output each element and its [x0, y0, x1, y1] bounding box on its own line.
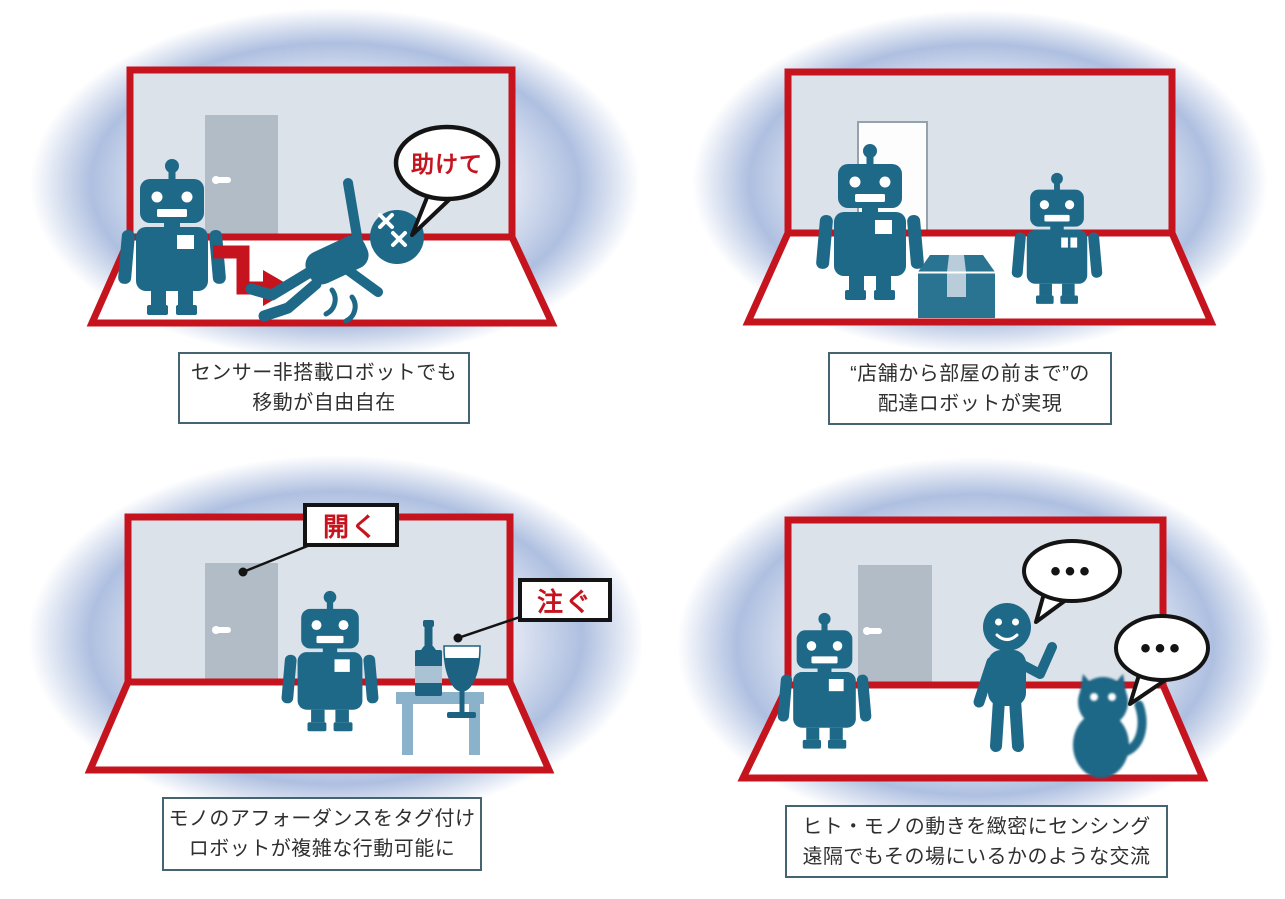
caption-line: “店舗から部屋の前まで”の: [850, 362, 1090, 385]
robot-chest-badge: [828, 678, 844, 692]
panel-sensorless-movement: 助けて センサー非搭載ロボットでも 移動が自由自在: [0, 0, 642, 450]
receiving-robot: [1011, 172, 1103, 304]
wine-glass: [443, 645, 481, 718]
scene-sensorless-movement: 助けて: [30, 8, 640, 360]
robot: [777, 612, 872, 749]
caption-box-delivery: “店舗から部屋の前まで”の 配達ロボットが実現: [828, 352, 1112, 425]
speech-bubble-help: 助けて: [393, 124, 501, 237]
caption-line: 配達ロボットが実現: [877, 392, 1063, 415]
door: [858, 565, 932, 685]
tag-open: 開く: [303, 503, 399, 547]
door: [205, 563, 278, 682]
package-box: [918, 255, 995, 318]
caption-box-remote: ヒト・モノの動きを緻密にセンシング 遠隔でもその場にいるかのような交流: [785, 805, 1168, 878]
wine-bottle: [415, 620, 442, 696]
person: [973, 603, 1057, 752]
speech-dots: •••: [1140, 632, 1184, 665]
robot-chest-badge: [334, 659, 350, 672]
caption-line: ヒト・モノの動きを緻密にセンシング: [802, 815, 1151, 838]
robot-chest-badge: [875, 220, 892, 234]
speech-bubble-help-text: 助けて: [411, 151, 483, 177]
caption-line: モノのアフォーダンスをタグ付け: [168, 808, 476, 830]
caption-line: 遠隔でもその場にいるかのような交流: [802, 845, 1151, 868]
caption-box-sensorless: センサー非搭載ロボットでも 移動が自由自在: [178, 352, 470, 424]
scene-delivery-robot: [692, 10, 1268, 354]
speech-dots: •••: [1050, 555, 1094, 588]
delivery-robot: [815, 144, 925, 300]
panel-delivery-robot: “店舗から部屋の前まで”の 配達ロボットが実現: [643, 0, 1285, 450]
robot: [281, 590, 379, 732]
scene-affordance-tags: [28, 455, 642, 821]
room-wall: [784, 68, 1176, 237]
panel-affordance-tags: 開く 注ぐ モノのアフォーダンスをタグ付け ロボットが複雑な行動可能に: [0, 450, 642, 899]
fallen-person: [245, 178, 424, 324]
tag-connectors: [238, 543, 524, 643]
panel-remote-presence: ••• ••• ヒト・モノの動きを緻密にセンシング 遠隔でもその場にいるかのよう…: [643, 450, 1285, 899]
door: [205, 115, 278, 237]
caption-line: ロボットが複雑な行動可能に: [188, 838, 456, 860]
robot-chest-buttons: [1070, 237, 1078, 248]
x-eyes: [378, 213, 407, 247]
tag-pour: 注ぐ: [518, 578, 612, 622]
smile: [995, 633, 1019, 641]
speech-bubble-person: •••: [1022, 539, 1122, 624]
robot: [117, 159, 227, 315]
speech-bubble-cat: •••: [1114, 614, 1210, 706]
caption-box-affordance: モノのアフォーダンスをタグ付け ロボットが複雑な行動可能に: [162, 797, 482, 871]
caption-line: 移動が自由自在: [252, 392, 396, 414]
robot-chest-badge: [177, 235, 194, 249]
motion-lines: [323, 287, 358, 324]
cat: [1073, 674, 1147, 778]
robot-chest-buttons: [1061, 237, 1068, 248]
scene-remote-presence: ••• •••: [677, 457, 1273, 833]
caption-line: センサー非搭載ロボットでも: [190, 362, 458, 384]
